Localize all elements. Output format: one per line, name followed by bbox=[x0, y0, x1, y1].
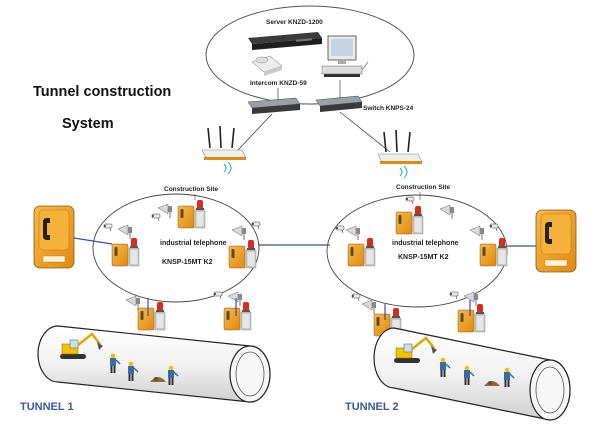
server-zone: Server KNZD-1200 Intercom KNZD-59 bbox=[205, 5, 415, 105]
wifi-access-point-2 bbox=[377, 129, 423, 179]
intercom-label: Intercom KNZD-59 bbox=[250, 80, 307, 87]
phone-model-line1: industrial telephone bbox=[160, 240, 227, 247]
switch-label: Switch KNPS-24 bbox=[363, 105, 414, 112]
server-label: Server KNZD-1200 bbox=[266, 19, 323, 26]
computer-workstation bbox=[321, 35, 369, 77]
construction-site-2: Construction Site industrial telephone K… bbox=[326, 184, 508, 337]
tunnel-1 bbox=[37, 325, 271, 403]
network-switch bbox=[247, 95, 363, 114]
wifi-access-point-1 bbox=[201, 125, 247, 175]
tunnel-label: TUNNEL 1 bbox=[20, 401, 74, 413]
title-line2: System bbox=[62, 116, 114, 132]
intercom-device bbox=[251, 55, 283, 76]
phone-model-line1: industrial telephone bbox=[392, 240, 459, 247]
wall-telephone-right bbox=[535, 209, 577, 273]
tunnel-2 bbox=[373, 327, 571, 421]
site-label: Construction Site bbox=[396, 184, 451, 191]
construction-site-1: Construction Site industrial telephone K… bbox=[92, 186, 261, 331]
site-label: Construction Site bbox=[164, 186, 219, 193]
phone-model-line2: KNSP-15MT K2 bbox=[398, 254, 449, 261]
title-line1: Tunnel construction bbox=[33, 84, 171, 100]
phone-model-line2: KNSP-15MT K2 bbox=[162, 259, 213, 266]
wall-telephone-left bbox=[33, 205, 75, 269]
tunnel-label: TUNNEL 2 bbox=[345, 401, 399, 413]
server-unit bbox=[248, 32, 322, 50]
